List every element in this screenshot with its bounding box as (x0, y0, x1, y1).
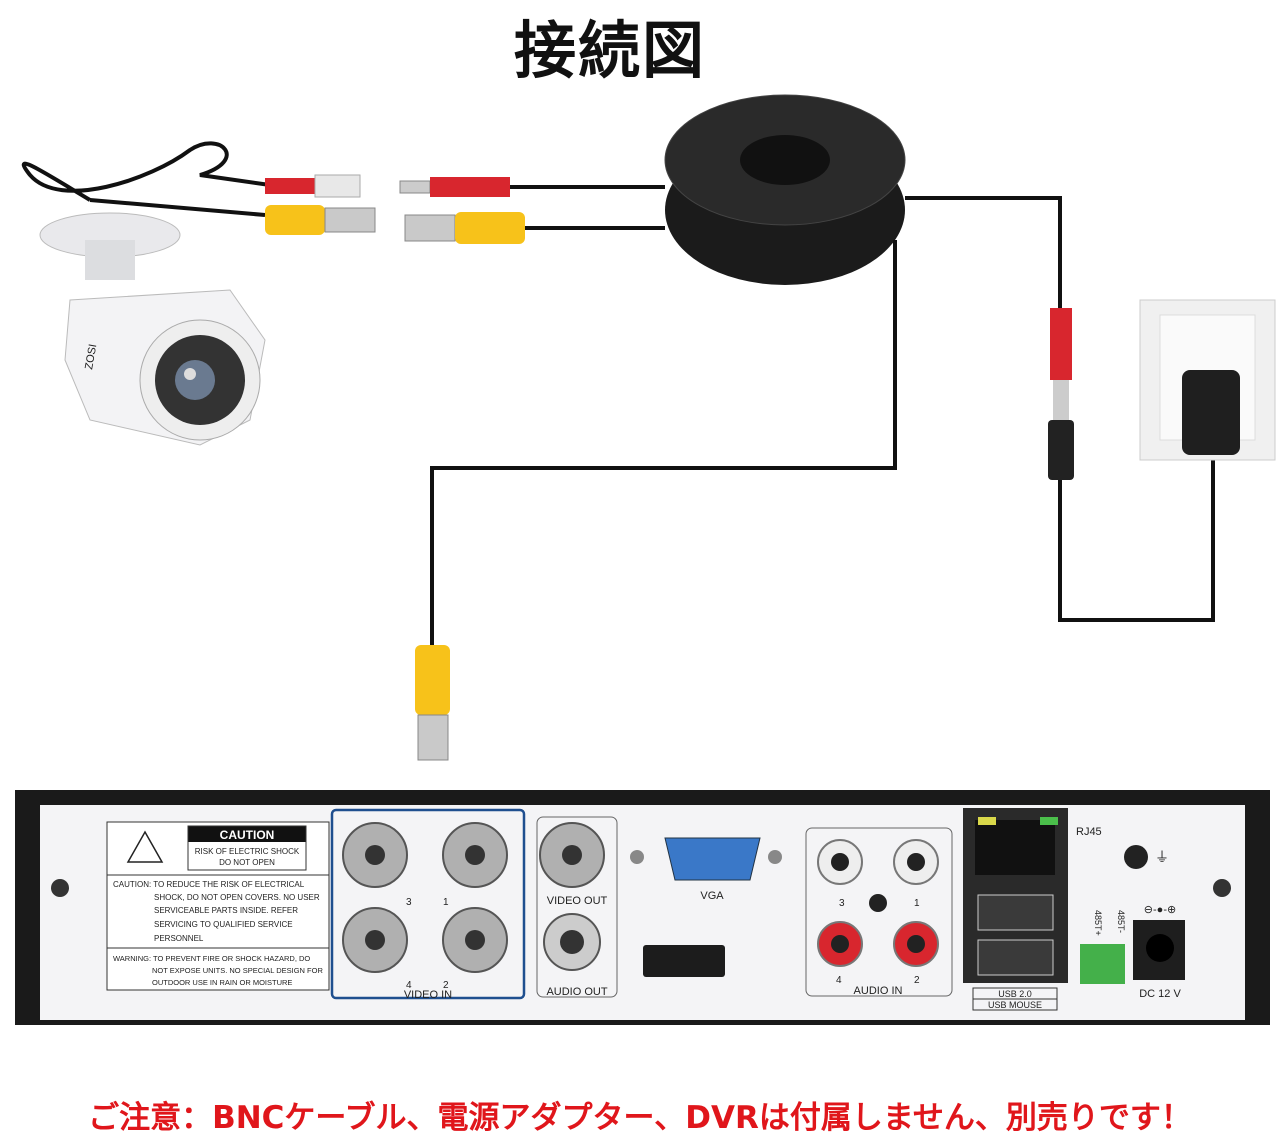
wall-outlet-adapter (1139, 299, 1276, 461)
bullet-camera: ZOSI (21, 141, 271, 446)
usb-port-2[interactable] (977, 939, 1054, 976)
camera-brand: ZOSI (83, 343, 99, 370)
video-in-label: VIDEO IN (404, 989, 452, 1001)
svg-text:1: 1 (443, 897, 449, 908)
cable-coil (510, 94, 906, 285)
svg-text:2: 2 (914, 975, 920, 986)
polarity-icon: ⊖-●-⊕ (1144, 904, 1176, 916)
dvr-back-panel: CAUTION RISK OF ELECTRIC SHOCK DO NOT OP… (15, 790, 1270, 1025)
power-cable (905, 196, 1215, 622)
svg-text:RISK OF ELECTRIC SHOCK: RISK OF ELECTRIC SHOCK (195, 847, 300, 856)
svg-text:WARNING: TO PREVENT FIRE OR SH: WARNING: TO PREVENT FIRE OR SHOCK HAZARD… (113, 954, 310, 963)
svg-text:3: 3 (839, 898, 845, 909)
audio-in-label: AUDIO IN (854, 985, 903, 997)
video-out-label: VIDEO OUT (547, 895, 608, 907)
audio-out-label: AUDIO OUT (546, 986, 607, 998)
svg-text:4: 4 (836, 975, 842, 986)
rj45-label: RJ45 (1076, 826, 1102, 838)
svg-text:OUTDOOR USE IN RAIN OR MOISTUR: OUTDOOR USE IN RAIN OR MOISTURE (152, 978, 292, 987)
video-cable (430, 240, 897, 645)
svg-text:SHOCK, DO NOT OPEN COVERS. NO: SHOCK, DO NOT OPEN COVERS. NO USER (154, 893, 320, 902)
svg-text:USB MOUSE: USB MOUSE (988, 1000, 1042, 1010)
power-split-connector (1048, 308, 1074, 480)
ground-screw (1124, 845, 1148, 869)
vga-port[interactable] (664, 837, 761, 881)
hdmi-port[interactable] (643, 945, 725, 977)
caution-label: CAUTION RISK OF ELECTRIC SHOCK DO NOT OP… (106, 821, 330, 991)
svg-text:CAUTION: TO REDUCE THE RISK OF: CAUTION: TO REDUCE THE RISK OF ELECTRICA… (113, 880, 305, 889)
cable-bnc-plug (404, 212, 525, 244)
svg-text:NOT EXPOSE UNITS. NO SPECIAL D: NOT EXPOSE UNITS. NO SPECIAL DESIGN FOR (152, 966, 323, 975)
svg-text:485T+: 485T+ (1093, 910, 1103, 936)
dvr-bnc-plug (415, 645, 450, 761)
svg-text:3: 3 (406, 897, 412, 908)
caution-header: CAUTION (220, 828, 275, 842)
rs485-terminal[interactable] (1080, 944, 1125, 984)
svg-text:1: 1 (914, 898, 920, 909)
svg-text:485T-: 485T- (1116, 910, 1126, 933)
camera-bnc-connector (265, 205, 376, 235)
vga-label: VGA (700, 890, 724, 902)
svg-text:DO NOT OPEN: DO NOT OPEN (219, 858, 275, 867)
diagram-title: 接続図 (513, 14, 706, 87)
ground-icon: ⏚ (1155, 849, 1169, 865)
svg-text:USB 2.0: USB 2.0 (998, 989, 1032, 999)
camera-power-connector (265, 174, 361, 198)
rj45-port[interactable] (975, 820, 1055, 875)
svg-text:PERSONNEL: PERSONNEL (154, 934, 204, 943)
dc-label: DC 12 V (1139, 988, 1181, 1000)
svg-text:4: 4 (406, 980, 412, 991)
usb-port-1[interactable] (977, 894, 1054, 931)
svg-text:SERVICEABLE PARTS INSIDE. REFE: SERVICEABLE PARTS INSIDE. REFER (154, 906, 298, 915)
notice-text: ご注意：BNCケーブル、電源アダプター、DVRは付属しません、別売りです！ (88, 1100, 1192, 1136)
cable-power-plug (399, 177, 510, 197)
high-voltage-icon (126, 830, 164, 863)
video-in-group (330, 808, 526, 1000)
svg-text:2: 2 (443, 980, 449, 991)
svg-text:SERVICING TO QUALIFIED SERVICE: SERVICING TO QUALIFIED SERVICE (154, 920, 293, 929)
